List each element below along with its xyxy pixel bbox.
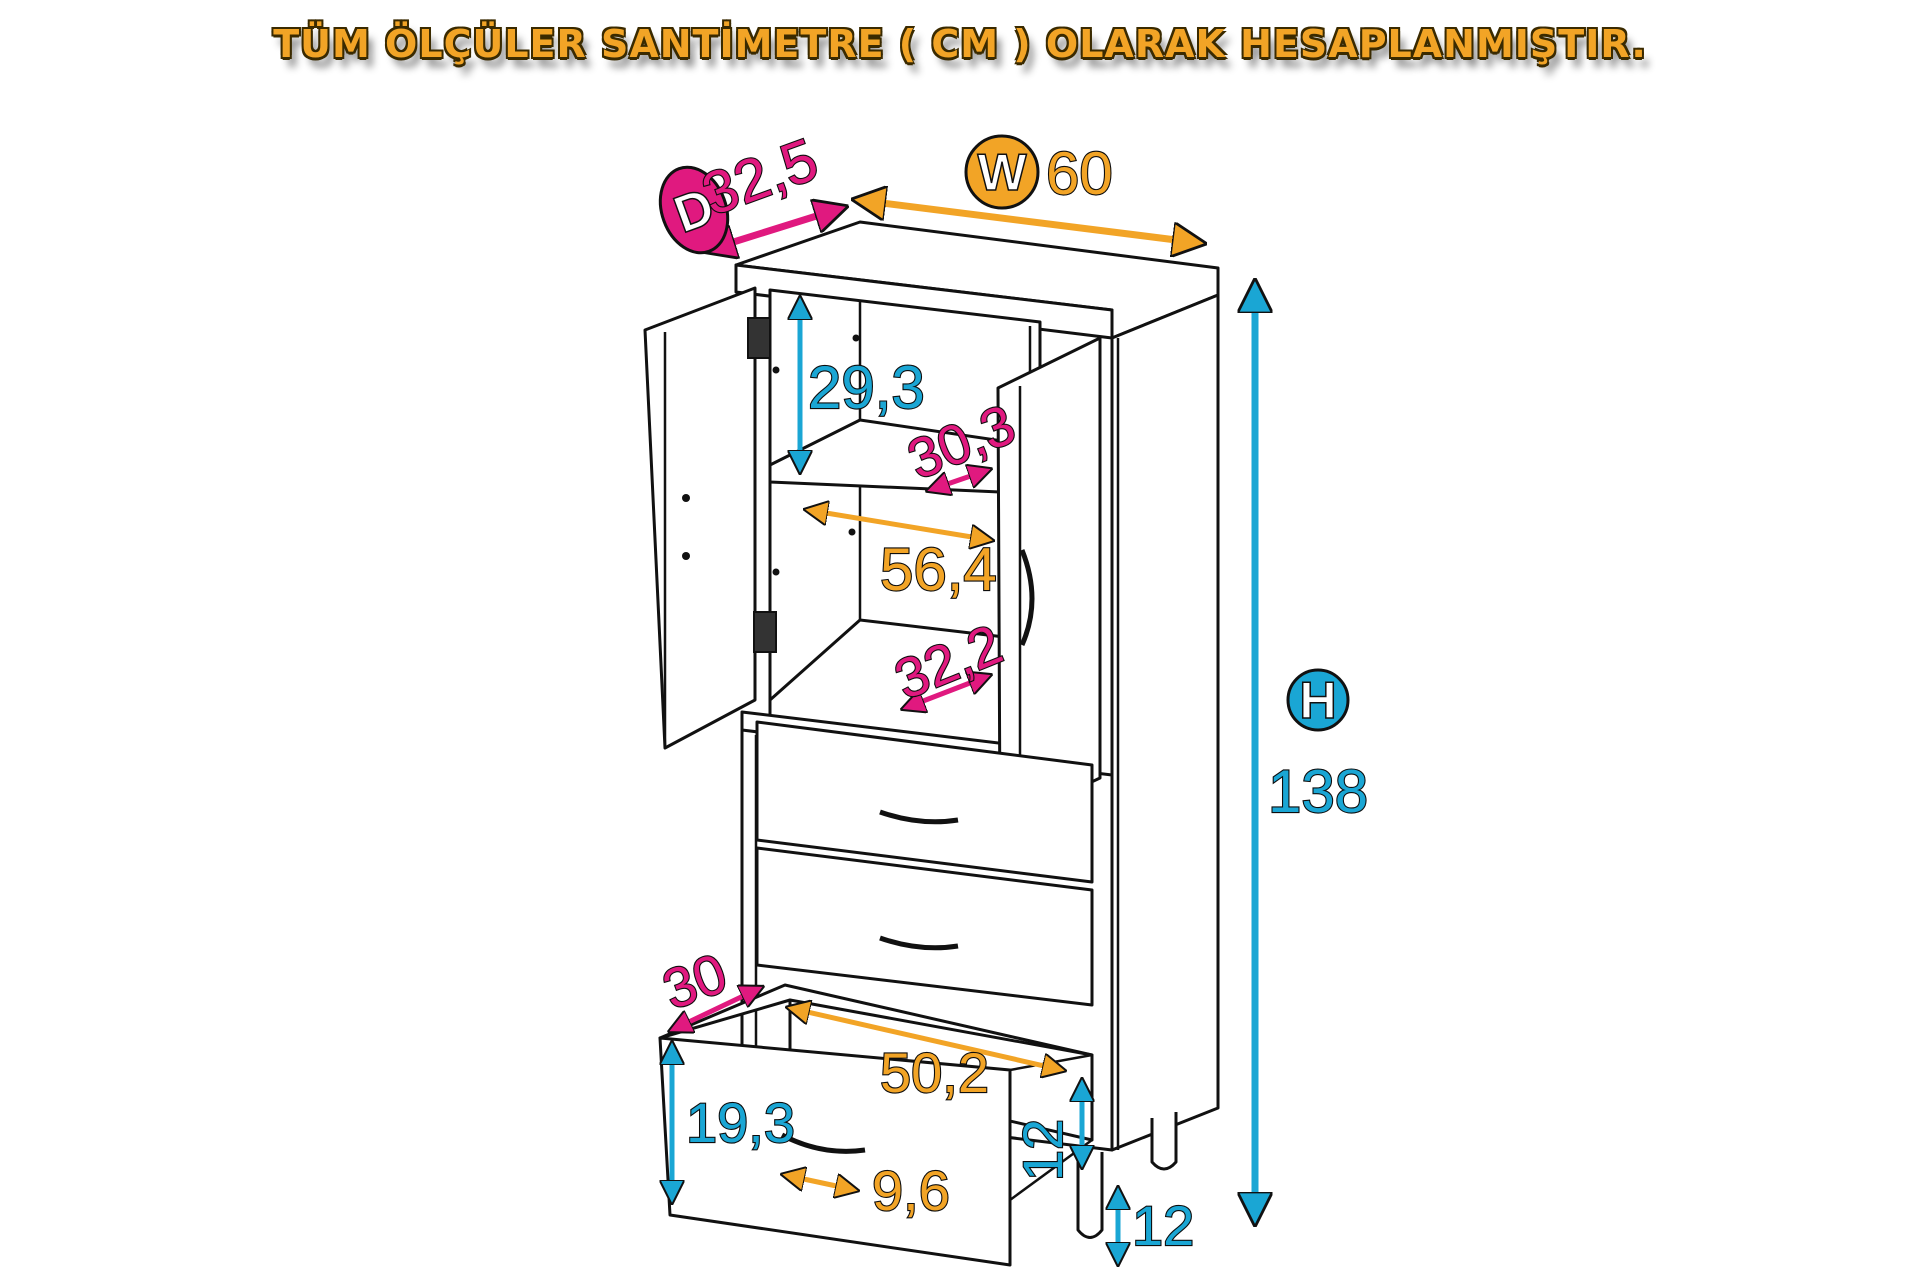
back-leg-icon xyxy=(1150,1112,1178,1171)
drawer-3-handle-icon xyxy=(780,1132,866,1154)
width-arrow xyxy=(858,200,1200,243)
handle-width-label: 9,6 xyxy=(872,1159,950,1222)
width-label: 60 xyxy=(1046,140,1113,207)
leg-height-label: 12 xyxy=(1132,1194,1194,1257)
depth-arrow xyxy=(708,208,842,250)
drawer-1-handle-icon xyxy=(879,809,959,825)
drawer-depth-label: 30 xyxy=(655,941,735,1022)
drawer-2-handle-icon xyxy=(879,935,959,951)
front-leg-icon xyxy=(1076,1148,1104,1239)
right-door xyxy=(996,336,1102,827)
inner-width-label: 56,4 xyxy=(880,536,997,603)
left-door xyxy=(643,286,757,750)
height-letter: H xyxy=(1299,672,1337,730)
drawer-depth-arrow xyxy=(672,988,760,1030)
inner-width-arrow xyxy=(808,510,990,540)
depth-label: 32,5 xyxy=(694,125,827,228)
lower-shelf-depth-arrow xyxy=(905,676,988,708)
door-handle-icon xyxy=(1019,549,1035,647)
drawer-inner-width-label: 50,2 xyxy=(880,1041,989,1104)
depth-badge: D xyxy=(658,165,730,255)
shelf-depth-arrow xyxy=(930,470,988,490)
drawer-front-height-label: 19,3 xyxy=(686,1091,795,1154)
height-label: 138 xyxy=(1268,758,1368,825)
hinge-bottom-icon xyxy=(753,611,777,653)
drawer-1-front xyxy=(755,720,1094,884)
right-side-panel xyxy=(1110,293,1220,1152)
height-badge: H xyxy=(1286,668,1350,732)
width-badge: W xyxy=(964,134,1040,210)
drawer-inner-width-arrow xyxy=(790,1008,1062,1070)
handle-width-arrow xyxy=(785,1175,855,1190)
drawer-inner-height-label: 12 xyxy=(1011,1119,1074,1181)
measurement-note-banner: TÜM ÖLÇÜLER SANTİMETRE ( CM ) OLARAK HES… xyxy=(273,22,1647,66)
shelf-height-label: 29,3 xyxy=(808,354,925,421)
drawer-2-front xyxy=(755,846,1094,1007)
hinge-top-icon xyxy=(747,317,771,359)
width-letter: W xyxy=(977,144,1027,202)
dimension-arrows xyxy=(672,200,1255,1262)
cabinet-outline xyxy=(643,220,1220,1267)
